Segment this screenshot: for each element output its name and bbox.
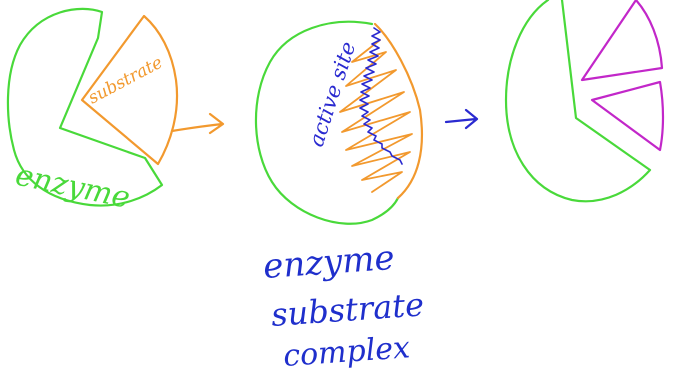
arrow-blue (444, 108, 479, 130)
enzyme-shape (6, 7, 164, 207)
arrow-to-products (444, 108, 479, 130)
arrow-to-complex (170, 112, 225, 135)
stage-enzyme-and-substrate: substrate enzyme (6, 7, 179, 216)
product-piece-lower (590, 80, 665, 152)
complex-substrate-outline (373, 22, 424, 200)
arrow-orange (170, 112, 225, 135)
product-piece-upper (580, 0, 664, 82)
stage-enzyme-substrate-complex: active site (254, 20, 424, 225)
active-site-label: active site (304, 39, 360, 150)
caption-line-2: substrate (270, 285, 425, 334)
stage-enzyme-and-products (504, 0, 665, 203)
enzyme-label: enzyme (12, 158, 133, 216)
substrate-fill-scribble (339, 39, 413, 193)
substrate-shape (80, 14, 179, 166)
active-site-wavy-line (359, 27, 403, 165)
complex-enzyme-outline (254, 20, 400, 225)
caption-line-1: enzyme (262, 238, 396, 287)
complex-caption: enzyme substrate complex (262, 238, 425, 374)
product-enzyme-shape (504, 0, 652, 203)
caption-line-3: complex (282, 330, 411, 374)
